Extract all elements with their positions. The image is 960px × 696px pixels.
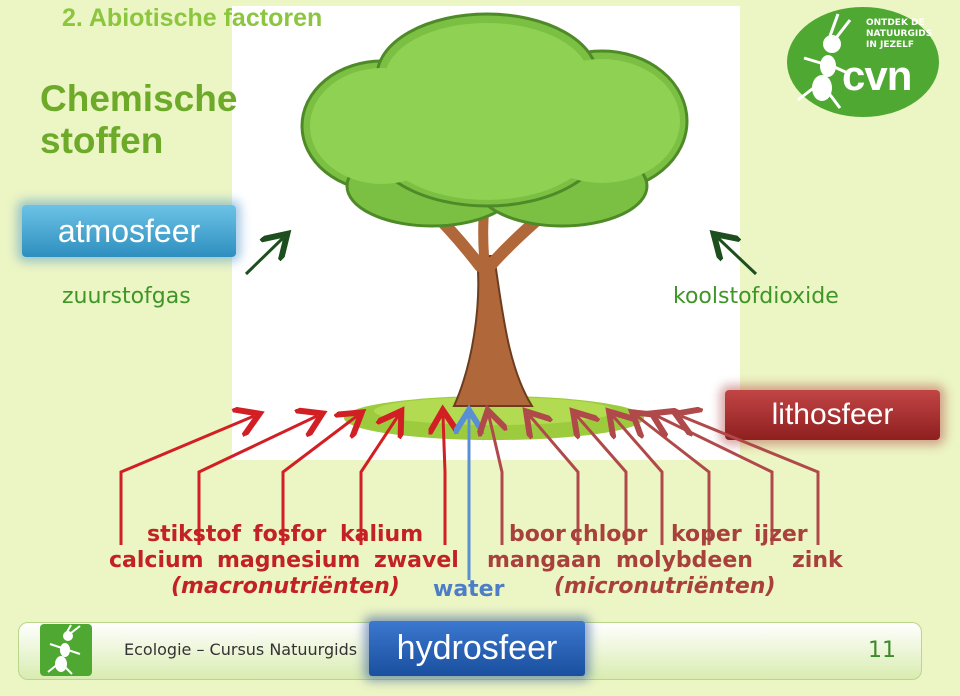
footer-text: Ecologie – Cursus Natuurgids bbox=[124, 640, 358, 659]
arrow-zink bbox=[681, 416, 820, 545]
arrow-magnesium bbox=[443, 416, 445, 545]
arrow-chloor bbox=[530, 416, 580, 545]
arrow-koper bbox=[577, 416, 628, 545]
nutrient-zink: zink bbox=[792, 548, 843, 573]
lithosfeer-box: lithosfeer bbox=[725, 390, 940, 440]
micronutrients-note: (micronutriënten) bbox=[554, 574, 776, 599]
arrow-kalium bbox=[281, 416, 357, 545]
nutrient-mangaan: mangaan bbox=[487, 548, 602, 573]
page-title: Chemische stoffen bbox=[40, 78, 238, 161]
nutrient-magnesium: magnesium bbox=[217, 548, 361, 573]
nutrient-fosfor: fosfor bbox=[253, 522, 327, 547]
logo-text: cvn bbox=[842, 52, 912, 99]
ant-icon bbox=[40, 624, 92, 676]
gas-label-zuurstofgas: zuurstofgas bbox=[62, 284, 191, 309]
nutrient-chloor: chloor bbox=[570, 522, 648, 547]
gas-label-koolstofdioxide: koolstofdioxide bbox=[673, 284, 839, 309]
atmosfeer-box: atmosfeer bbox=[22, 205, 236, 257]
nutrient-kalium: kalium bbox=[340, 522, 424, 547]
nutrient-zwavel: zwavel bbox=[374, 548, 459, 573]
nutrient-ijzer: ijzer bbox=[754, 522, 808, 547]
arrow-stikstof bbox=[119, 416, 254, 545]
nutrient-koper: koper bbox=[671, 522, 742, 547]
arrow-zuurstofgas bbox=[244, 238, 283, 276]
nutrient-calcium: calcium bbox=[109, 548, 204, 573]
arrow-koolstofdioxide bbox=[718, 238, 758, 276]
arrow-boor bbox=[489, 416, 502, 545]
hydrosfeer-box: hydrosfeer bbox=[369, 621, 585, 676]
arrow-fosfor bbox=[197, 416, 317, 545]
tree-illustration bbox=[232, 6, 740, 460]
cvn-logo bbox=[787, 7, 939, 117]
page-number: 11 bbox=[868, 638, 896, 663]
water-label: water bbox=[433, 577, 505, 602]
arrow-calcium bbox=[359, 416, 398, 545]
nutrient-boor: boor bbox=[509, 522, 566, 547]
section-title: 2. Abiotische factoren bbox=[62, 4, 323, 32]
nutrient-molybdeen: molybdeen bbox=[616, 548, 753, 573]
macronutrients-note: (macronutriënten) bbox=[171, 574, 400, 599]
nutrient-stikstof: stikstof bbox=[147, 522, 242, 547]
